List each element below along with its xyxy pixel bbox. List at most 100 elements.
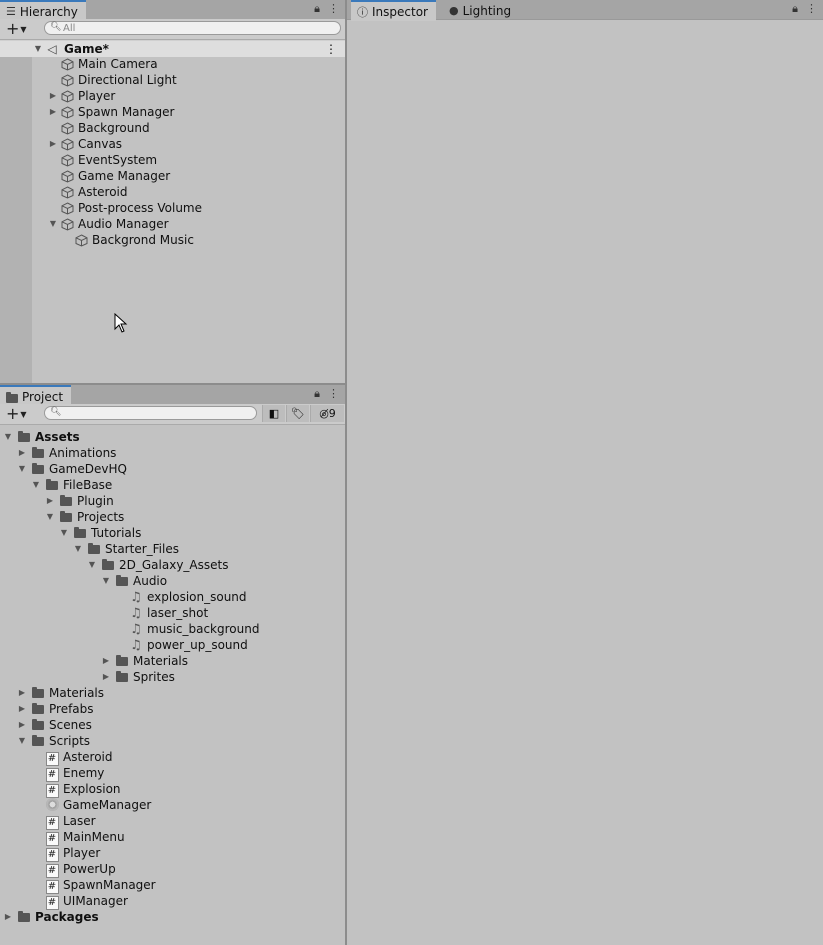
project-tree-item[interactable]: ▼Projects bbox=[0, 509, 345, 525]
hidden-packages-count: 9 bbox=[328, 407, 336, 420]
lock-icon[interactable]: 🔒︎ bbox=[314, 387, 320, 400]
project-tree-item[interactable]: ▶Materials bbox=[0, 653, 345, 669]
collapse-arrow-icon[interactable]: ▼ bbox=[34, 44, 42, 53]
project-tree-item[interactable]: ▼Scripts bbox=[0, 733, 345, 749]
expand-arrow-icon[interactable]: ▶ bbox=[102, 672, 110, 681]
project-tree-item[interactable]: ▶Materials bbox=[0, 685, 345, 701]
project-tree-item[interactable]: #SpawnManager bbox=[0, 877, 345, 894]
project-tree-item[interactable]: ▼Tutorials bbox=[0, 525, 345, 541]
hierarchy-item[interactable]: Backgrond Music bbox=[0, 232, 345, 248]
project-tree-item[interactable]: #Explosion bbox=[0, 781, 345, 798]
search-by-type-button[interactable]: ◧ bbox=[262, 405, 285, 422]
expand-arrow-icon[interactable]: ▶ bbox=[49, 139, 57, 148]
create-dropdown-button[interactable]: +▼ bbox=[6, 404, 27, 423]
project-tree-item[interactable]: ▼Audio bbox=[0, 573, 345, 589]
project-tree-item[interactable]: ▶Plugin bbox=[0, 493, 345, 509]
tab-inspector[interactable]: ⓘ Inspector bbox=[351, 0, 436, 21]
expand-arrow-icon[interactable]: ▶ bbox=[18, 720, 26, 729]
expand-arrow-icon[interactable]: ▶ bbox=[49, 107, 57, 116]
project-tree-item[interactable]: #Player bbox=[0, 845, 345, 862]
expand-arrow-icon[interactable]: ▶ bbox=[4, 912, 12, 921]
collapse-arrow-icon[interactable]: ▼ bbox=[49, 219, 57, 228]
project-tree-item[interactable]: ▶Sprites bbox=[0, 669, 345, 685]
hierarchy-item[interactable]: EventSystem bbox=[0, 152, 345, 168]
more-options-icon[interactable]: ⋮ bbox=[328, 2, 339, 15]
collapse-arrow-icon[interactable]: ▼ bbox=[46, 512, 54, 521]
hierarchy-search-input[interactable]: 🔍︎ All bbox=[44, 21, 341, 35]
horizontal-splitter[interactable] bbox=[0, 383, 345, 385]
expand-arrow-icon[interactable]: ▶ bbox=[49, 91, 57, 100]
more-options-icon[interactable]: ⋮ bbox=[328, 387, 339, 400]
expand-arrow-icon[interactable]: ▶ bbox=[18, 448, 26, 457]
expand-arrow-icon[interactable]: ▶ bbox=[18, 704, 26, 713]
project-tree-item[interactable]: #Asteroid bbox=[0, 749, 345, 766]
hierarchy-item[interactable]: Asteroid bbox=[0, 184, 345, 200]
project-tree-item[interactable]: #Laser bbox=[0, 813, 345, 830]
project-tree-item[interactable]: ▶Packages bbox=[0, 909, 345, 925]
expand-arrow-icon[interactable]: ▶ bbox=[46, 496, 54, 505]
project-tree-item[interactable]: ♫explosion_sound bbox=[0, 589, 345, 605]
hierarchy-item[interactable]: ▼ Audio Manager bbox=[0, 216, 345, 232]
scene-more-icon[interactable]: ⋮ bbox=[325, 42, 337, 56]
scene-label: Game* bbox=[64, 42, 109, 56]
collapse-arrow-icon[interactable]: ▼ bbox=[18, 736, 26, 745]
project-tree-item[interactable]: ▼Starter_Files bbox=[0, 541, 345, 557]
project-tree-item[interactable]: #PowerUp bbox=[0, 861, 345, 878]
tab-lighting[interactable]: ● Lighting bbox=[443, 1, 519, 20]
info-icon: ⓘ bbox=[357, 5, 368, 19]
more-options-icon[interactable]: ⋮ bbox=[806, 2, 817, 15]
project-tree-item[interactable]: #UIManager bbox=[0, 893, 345, 910]
scene-row[interactable]: ▼ ◁ Game* ⋮ bbox=[0, 40, 345, 57]
collapse-arrow-icon[interactable]: ▼ bbox=[88, 560, 96, 569]
project-tree-item-label: UIManager bbox=[63, 894, 128, 908]
project-tree-item[interactable]: ▶Prefabs bbox=[0, 701, 345, 717]
hidden-packages-toggle[interactable]: ◎̸9 bbox=[310, 405, 344, 422]
folder-icon bbox=[18, 911, 30, 922]
project-tree-item[interactable]: ▶Scenes bbox=[0, 717, 345, 733]
folder-icon bbox=[32, 447, 44, 458]
hierarchy-item[interactable]: ▶Canvas bbox=[0, 136, 345, 152]
tag-icon: 🏷︎ bbox=[291, 407, 305, 420]
hierarchy-item-label: Directional Light bbox=[78, 73, 177, 87]
tab-hierarchy[interactable]: ☰ Hierarchy bbox=[0, 0, 86, 21]
lock-icon[interactable]: 🔒︎ bbox=[792, 2, 798, 15]
search-by-label-button[interactable]: 🏷︎ bbox=[286, 405, 309, 422]
expand-arrow-icon[interactable]: ▶ bbox=[102, 656, 110, 665]
unity-scene-icon: ◁ bbox=[47, 42, 57, 56]
hierarchy-search-placeholder: All bbox=[63, 22, 76, 34]
folder-open-icon bbox=[18, 431, 30, 442]
collapse-arrow-icon[interactable]: ▼ bbox=[74, 544, 82, 553]
collapse-arrow-icon[interactable]: ▼ bbox=[32, 480, 40, 489]
hierarchy-item[interactable]: ▶Player bbox=[0, 88, 345, 104]
hierarchy-item[interactable]: Post-process Volume bbox=[0, 200, 345, 216]
lock-icon[interactable]: 🔒︎ bbox=[314, 2, 320, 15]
collapse-arrow-icon[interactable]: ▼ bbox=[18, 464, 26, 473]
hierarchy-item[interactable]: Directional Light bbox=[0, 72, 345, 88]
project-tree-item[interactable]: GameManager bbox=[0, 797, 345, 813]
collapse-arrow-icon[interactable]: ▼ bbox=[60, 528, 68, 537]
folder-icon bbox=[32, 703, 44, 714]
project-tree-item[interactable]: ▼2D_Galaxy_Assets bbox=[0, 557, 345, 573]
hierarchy-item[interactable]: ▶Spawn Manager bbox=[0, 104, 345, 120]
project-tree-item[interactable]: #MainMenu bbox=[0, 829, 345, 846]
project-tree-item[interactable]: ♫music_background bbox=[0, 621, 345, 637]
collapse-arrow-icon[interactable]: ▼ bbox=[102, 576, 110, 585]
create-dropdown-button[interactable]: +▼ bbox=[6, 19, 27, 38]
project-tree-item[interactable]: ♫laser_shot bbox=[0, 605, 345, 621]
hierarchy-item-label: Audio Manager bbox=[78, 217, 169, 231]
hierarchy-item[interactable]: Background bbox=[0, 120, 345, 136]
hierarchy-item[interactable]: Main Camera bbox=[0, 56, 345, 72]
tab-project[interactable]: Project bbox=[0, 385, 72, 406]
project-tree-item[interactable]: ▼Assets bbox=[0, 429, 345, 445]
project-search-input[interactable]: 🔍︎ bbox=[44, 406, 257, 420]
project-tree-item[interactable]: ▶ Animations bbox=[0, 445, 345, 461]
project-tree-item-label: Animations bbox=[49, 446, 117, 460]
hierarchy-item[interactable]: Game Manager bbox=[0, 168, 345, 184]
collapse-arrow-icon[interactable]: ▼ bbox=[4, 432, 12, 441]
project-tree-item[interactable]: ▼GameDevHQ bbox=[0, 461, 345, 477]
expand-arrow-icon[interactable]: ▶ bbox=[18, 688, 26, 697]
project-tree-item[interactable]: #Enemy bbox=[0, 765, 345, 782]
project-tree-item[interactable]: ▼FileBase bbox=[0, 477, 345, 493]
project-tree-item[interactable]: ♫power_up_sound bbox=[0, 637, 345, 653]
vertical-splitter[interactable] bbox=[345, 0, 347, 945]
